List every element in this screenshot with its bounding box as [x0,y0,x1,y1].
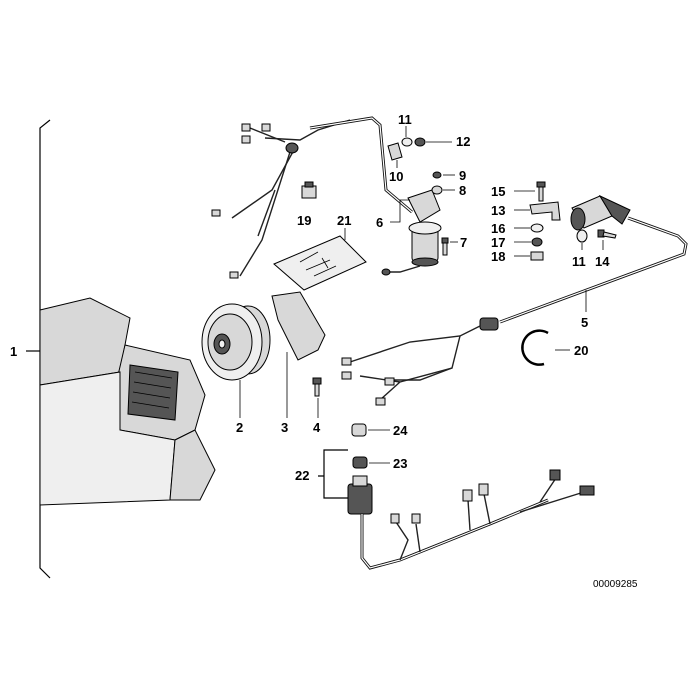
washer-17 [531,237,543,247]
label-12[interactable]: 12 [456,134,470,149]
wiring-harness-lower [347,469,595,570]
cap-24 [351,423,367,437]
leader-6 [390,199,410,223]
label-3[interactable]: 3 [281,420,288,435]
bolt-7 [441,237,449,256]
clamp-20 [521,329,549,366]
bolt-14 [597,229,617,239]
label-23[interactable]: 23 [393,456,407,471]
washer-11b [576,229,588,243]
label-18[interactable]: 18 [491,249,505,264]
label-2[interactable]: 2 [236,420,243,435]
label-20[interactable]: 20 [574,343,588,358]
clip-10 [387,142,403,161]
washer-16 [530,223,544,233]
label-6[interactable]: 6 [376,215,383,230]
nut-12 [414,137,426,147]
label-11b[interactable]: 11 [572,254,586,269]
washer-8 [431,185,443,195]
label-9[interactable]: 9 [459,168,466,183]
nut-9 [432,171,442,179]
label-10[interactable]: 10 [389,169,403,184]
label-16[interactable]: 16 [491,221,505,236]
label-14[interactable]: 14 [595,254,610,269]
label-11a[interactable]: 11 [398,112,412,127]
grommet-23 [352,456,368,469]
clip-19 [301,181,317,199]
screw-4 [312,377,322,397]
bracket-13 [529,201,561,221]
label-15[interactable]: 15 [491,184,505,199]
wiring-harness-upper [211,119,351,279]
label-1[interactable]: 1 [10,344,17,359]
label-8[interactable]: 8 [459,183,466,198]
drawing-code: 00009285 [593,579,638,590]
label-13[interactable]: 13 [491,203,505,218]
cable-5 [499,216,688,324]
label-21[interactable]: 21 [337,213,351,228]
label-5[interactable]: 5 [581,315,588,330]
mounting-bracket-3 [271,291,326,361]
bracket-22 [318,449,348,499]
label-17[interactable]: 17 [491,235,505,250]
label-19[interactable]: 19 [297,213,311,228]
label-24[interactable]: 24 [393,423,408,438]
plug-connector [570,194,631,231]
instruction-sheet-21 [273,235,367,291]
dashboard-housing [39,297,216,506]
socket-6 [381,189,442,276]
label-7[interactable]: 7 [460,235,467,250]
bolt-15 [536,181,546,202]
label-4[interactable]: 4 [313,420,321,435]
wiring-harness-middle [341,317,499,406]
washer-11a [401,137,413,147]
label-22[interactable]: 22 [295,468,309,483]
nut-18 [530,251,544,261]
blower-motor-2 [201,303,271,381]
